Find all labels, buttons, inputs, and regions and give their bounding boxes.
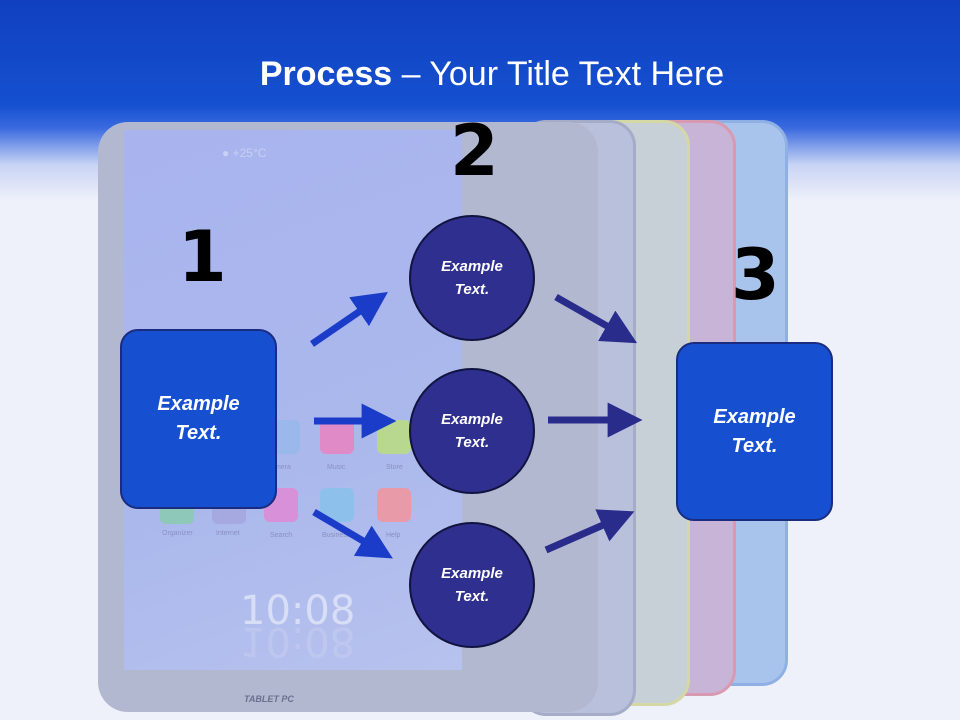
circle-text-line2: Text. xyxy=(454,281,490,298)
app-label: Internet xyxy=(216,530,240,537)
arrow-1-to-2c xyxy=(312,508,393,559)
app-label: Business xyxy=(322,532,351,539)
music-app-icon xyxy=(320,420,354,454)
step-2-circle-middle: Example Text. xyxy=(409,368,535,494)
circle-text-line1: Example xyxy=(441,258,503,275)
circle-text-line1: Example xyxy=(441,411,503,428)
step-3-box: Example Text. xyxy=(676,342,833,521)
step-1-number: 1 xyxy=(178,216,227,298)
app-label: Store xyxy=(386,464,403,471)
circle-text-line1: Example xyxy=(441,565,503,582)
step-2-circle-top: Example Text. xyxy=(409,215,535,341)
tablet-brand-label: TABLET PC xyxy=(244,694,294,704)
slide-title-rest: – Your Title Text Here xyxy=(392,55,725,93)
step-2-number: 2 xyxy=(450,110,499,192)
circle-text-line2: Text. xyxy=(454,588,490,605)
app-label: Organizer xyxy=(162,530,193,537)
step-2-circle-bottom: Example Text. xyxy=(409,522,535,648)
step-1-text-line1: Example xyxy=(157,393,240,415)
step-1-box: Example Text. xyxy=(120,329,277,509)
step-3-text-line1: Example xyxy=(713,405,796,428)
help-app-icon xyxy=(377,488,411,522)
app-label: Help xyxy=(386,532,401,539)
app-label: Music xyxy=(327,464,346,471)
arrow-2a-to-3 xyxy=(554,293,638,344)
slide-title: Process – Your Title Text Here xyxy=(0,52,960,96)
arrow-2c-to-3 xyxy=(544,509,635,554)
step-3-number: 3 xyxy=(731,234,780,316)
slide-title-bold: Process xyxy=(259,55,393,93)
step-3-text-line2: Text. xyxy=(731,434,778,457)
app-label: Camera xyxy=(266,464,291,471)
tablet-status-text: ● +25°C xyxy=(222,146,267,160)
circle-text-line2: Text. xyxy=(454,434,490,451)
app-label: Search xyxy=(270,532,293,539)
tablet-clock: 10:08 xyxy=(240,588,356,634)
arrow-1-to-2a xyxy=(310,291,388,347)
step-1-text-line2: Text. xyxy=(175,422,222,444)
